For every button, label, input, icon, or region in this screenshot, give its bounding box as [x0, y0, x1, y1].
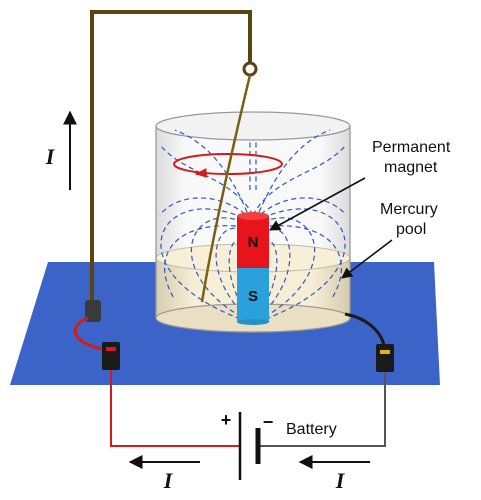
current-label-right: I: [335, 468, 346, 493]
permanent-magnet-label-line1: Permanent: [372, 139, 451, 156]
north-pole-label: N: [248, 234, 259, 251]
battery-minus-sign: −: [263, 412, 274, 432]
mercury-pool-label-line2: pool: [396, 221, 426, 238]
rotation-arrowhead: [194, 168, 208, 178]
circuit-wire-positive: [110, 370, 240, 447]
dangling-wire: [200, 74, 252, 303]
mercury-pool-label-line1: Mercury: [380, 201, 438, 218]
south-pole-label: S: [248, 288, 258, 305]
circuit-wire-negative: [258, 372, 386, 447]
current-label-left: I: [163, 468, 174, 493]
mercury-pool-label: Mercury pool: [380, 201, 442, 238]
permanent-magnet-label-line2: magnet: [384, 159, 438, 176]
current-label-up: I: [45, 144, 56, 169]
magnet-north-half: [237, 216, 269, 268]
magnet-pointer: [269, 177, 366, 231]
left-terminal-post: [85, 300, 101, 322]
battery-symbol: [238, 412, 261, 480]
pivot-hook: [242, 61, 258, 77]
permanent-magnet: N S: [237, 212, 269, 325]
magnet-bottom: [237, 319, 269, 325]
glass-cylinder-top: [155, 111, 351, 141]
hanging-wire-frame: [90, 10, 252, 302]
battery-plus-sign: +: [221, 410, 232, 430]
magnet-top: [237, 212, 269, 220]
mercury-pool-pointer: [341, 239, 393, 279]
battery-label: Battery: [286, 421, 337, 438]
positive-alligator-clip: [102, 342, 120, 370]
magnet-south-half: [237, 268, 269, 322]
permanent-magnet-label: Permanent magnet: [372, 139, 455, 176]
negative-lead-wire: [344, 312, 386, 346]
negative-alligator-clip: [376, 344, 394, 372]
